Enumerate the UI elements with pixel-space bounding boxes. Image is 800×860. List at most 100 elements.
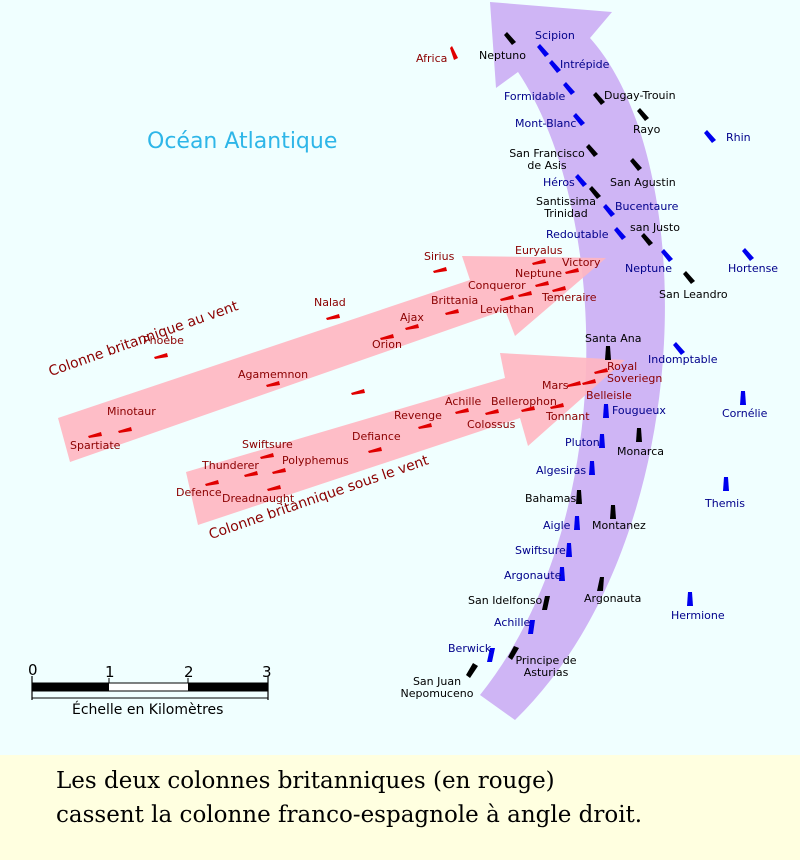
scale-bar	[31, 676, 269, 700]
label-san-agustin: San Agustin	[610, 176, 676, 189]
ship-san-juan	[466, 663, 478, 678]
label-achille-br: Achille	[445, 395, 482, 408]
ship-principe-asturias	[508, 646, 519, 660]
ship-spartiate	[88, 432, 102, 438]
label-agamemnon: Agamemnon	[238, 368, 309, 381]
label-san-idelfonso: San Idelfonso	[468, 594, 543, 607]
scale-tick-1: 1	[105, 663, 115, 681]
ship-agamemnon	[266, 381, 280, 387]
label-euryalus: Euryalus	[515, 244, 563, 257]
ship-heros	[575, 174, 587, 187]
label-rayo: Rayo	[633, 123, 661, 136]
ship-san-francisco	[586, 144, 598, 157]
label-belleisle: Belleisle	[586, 389, 632, 402]
ship-intrepide	[549, 60, 561, 73]
label-defiance: Defiance	[352, 430, 401, 443]
label-nalad: Nalad	[314, 296, 346, 309]
label-ajax: Ajax	[400, 311, 424, 324]
label-orion: Orion	[372, 338, 402, 351]
ship-swiftsure-br	[260, 453, 274, 459]
label-scipion: Scipion	[535, 29, 575, 42]
map-graphics	[31, 2, 754, 720]
ship-unnamed	[351, 389, 365, 395]
ship-euryalus	[532, 259, 546, 265]
ship-dugay-trouin	[593, 92, 605, 105]
label-themis: Themis	[705, 497, 745, 510]
ship-hermione	[687, 592, 693, 606]
label-minotaur: Minotaur	[107, 405, 156, 418]
ship-argonauta	[597, 577, 604, 591]
ship-berwick	[487, 648, 495, 662]
label-intrepide: Intrépide	[560, 58, 610, 71]
label-hermione: Hermione	[671, 609, 725, 622]
label-mars: Mars	[542, 379, 569, 392]
label-colossus: Colossus	[467, 418, 516, 431]
french-ships	[487, 44, 754, 662]
ship-santissima-trinidad	[589, 186, 601, 199]
ship-dreadnaught	[267, 485, 281, 491]
caption-line-2: cassent la colonne franco-espagnole à an…	[56, 802, 643, 828]
label-san-juan: San Juan Nepomuceno	[400, 675, 474, 700]
ship-san-agustin	[630, 158, 642, 171]
label-neptune-fr: Neptune	[625, 262, 673, 275]
ship-indomptable	[673, 342, 685, 355]
label-fougueux: Fougueux	[612, 404, 666, 417]
label-dugay-trouin: Dugay-Trouin	[604, 89, 676, 102]
label-africa: Africa	[416, 52, 448, 65]
label-san-justo: san Justo	[630, 221, 680, 234]
ship-bahamas	[576, 490, 582, 504]
label-victory: Victory	[562, 256, 601, 269]
label-rhin: Rhin	[726, 131, 751, 144]
scale-tick-3: 3	[262, 663, 272, 681]
leeward-column-arrow	[186, 353, 625, 525]
scale-tick-0: 0	[28, 661, 38, 679]
ship-polyphemus	[272, 468, 286, 474]
label-heros: Héros	[543, 176, 575, 189]
ship-pluton	[599, 434, 605, 448]
label-tonnant: Tonnant	[546, 410, 590, 423]
spanish-ships	[466, 32, 695, 678]
ship-santa-ana	[605, 346, 611, 360]
label-mont-blanc: Mont-Blanc	[515, 117, 577, 130]
label-sirius: Sirius	[424, 250, 455, 263]
ship-swiftsure-fr	[566, 543, 572, 557]
ship-phoebe	[154, 353, 168, 359]
caption-line-1: Les deux colonnes britanniques (en rouge…	[56, 768, 555, 794]
ship-orion	[380, 334, 394, 340]
ship-leviathan	[500, 295, 514, 301]
ship-hortense	[742, 248, 754, 261]
ship-fougueux	[603, 404, 609, 418]
label-bucentaure: Bucentaure	[615, 200, 679, 213]
label-royal-soveriegn: Royal Soveriegn	[607, 360, 663, 385]
ship-neptune-fr	[661, 249, 673, 262]
ship-algesiras	[589, 461, 595, 475]
label-principe-asturias: Principe de Asturias	[515, 654, 577, 679]
ship-san-idelfonso	[542, 596, 550, 610]
label-santissima-trinidad: Santissima Trinidad	[535, 195, 597, 220]
label-pluton: Pluton	[565, 436, 600, 449]
label-argonauta: Argonauta	[584, 592, 642, 605]
ship-victory	[565, 268, 579, 274]
ship-defiance	[368, 447, 382, 453]
ship-scipion	[537, 44, 549, 57]
ship-bellerophon	[485, 409, 499, 415]
label-temeraire: Temeraire	[542, 291, 597, 304]
label-dreadnaught: Dreadnaught	[222, 492, 295, 505]
label-brittania: Brittania	[431, 294, 479, 307]
ship-aigle	[574, 516, 580, 530]
ship-africa	[450, 46, 458, 60]
label-san-francisco: San Francisco de Asis	[509, 147, 585, 172]
label-argonaute: Argonaute	[504, 569, 562, 582]
ship-ajax	[405, 324, 419, 330]
ship-temeraire	[552, 286, 566, 292]
ship-royal-soveriegn	[594, 368, 608, 374]
label-redoutable: Redoutable	[546, 228, 609, 241]
ship-san-justo	[641, 233, 653, 246]
label-san-leandro: San Leandro	[659, 288, 728, 301]
battle-map: Océan Atlantique Colonne britannique au …	[0, 0, 800, 755]
label-achille-fr: Achille	[494, 616, 531, 629]
label-defence: Defence	[176, 486, 222, 499]
ship-redoutable	[614, 227, 626, 240]
ship-neptune-br	[535, 281, 549, 287]
ship-bucentaure	[603, 204, 615, 217]
